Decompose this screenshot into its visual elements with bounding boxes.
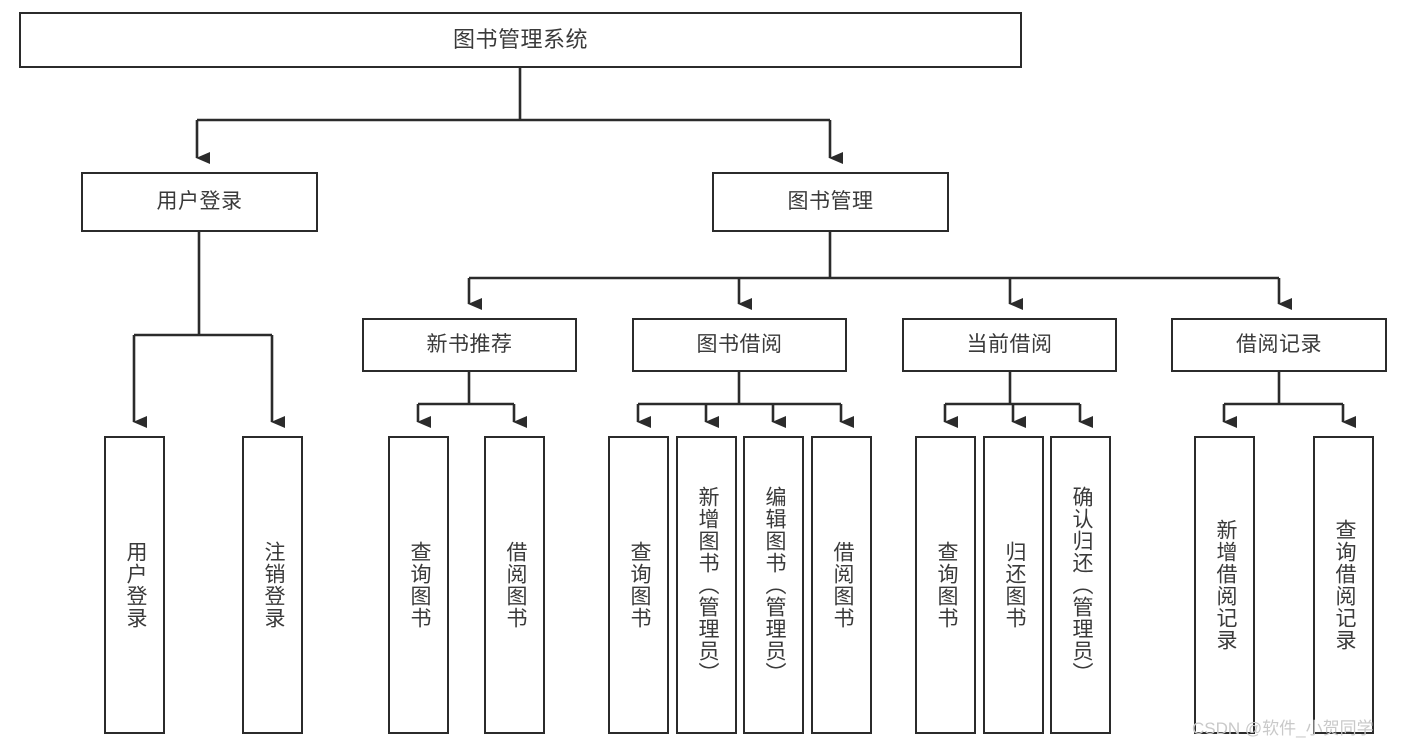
node-label: 用户登录 [123, 541, 147, 629]
node-label: 确认归还（管理员） [1069, 486, 1093, 684]
node-label: 借阅图书 [830, 541, 854, 629]
leaf-current-borrow-query-book[interactable]: 查询图书 [915, 436, 976, 734]
node-label: 查询图书 [627, 541, 651, 629]
leaf-borrow-record-query-record[interactable]: 查询借阅记录 [1313, 436, 1374, 734]
node-book-management[interactable]: 图书管理 [712, 172, 949, 232]
node-new-book-recommend[interactable]: 新书推荐 [362, 318, 577, 372]
node-label: 查询图书 [407, 541, 431, 629]
leaf-user-login-logout[interactable]: 注销登录 [242, 436, 303, 734]
node-label: 查询借阅记录 [1332, 519, 1356, 651]
node-label: 借阅记录 [1236, 332, 1322, 356]
node-label: 新增借阅记录 [1213, 519, 1237, 651]
node-current-borrow[interactable]: 当前借阅 [902, 318, 1117, 372]
watermark-text: CSDN @软件_小贺同学 [1192, 719, 1374, 738]
node-label: 新书推荐 [426, 332, 513, 356]
node-root-book-management-system[interactable]: 图书管理系统 [19, 12, 1022, 68]
node-user-login[interactable]: 用户登录 [81, 172, 318, 232]
node-label: 图书借阅 [696, 332, 783, 356]
node-label: 编辑图书（管理员） [762, 486, 786, 684]
node-label: 查询图书 [934, 541, 958, 629]
leaf-book-borrow-borrow-book[interactable]: 借阅图书 [811, 436, 872, 734]
node-label: 新增图书（管理员） [695, 486, 719, 684]
leaf-book-borrow-query-book[interactable]: 查询图书 [608, 436, 669, 734]
node-label: 图书管理 [787, 189, 874, 213]
leaf-user-login-login[interactable]: 用户登录 [104, 436, 165, 734]
node-book-borrow[interactable]: 图书借阅 [632, 318, 847, 372]
node-label: 归还图书 [1002, 541, 1026, 629]
leaf-borrow-record-add-record[interactable]: 新增借阅记录 [1194, 436, 1255, 734]
leaf-book-borrow-add-book-admin[interactable]: 新增图书（管理员） [676, 436, 737, 734]
node-label: 图书管理系统 [452, 27, 588, 53]
leaf-current-borrow-confirm-return-admin[interactable]: 确认归还（管理员） [1050, 436, 1111, 734]
leaf-new-book-query-book[interactable]: 查询图书 [388, 436, 449, 734]
leaf-new-book-borrow-book[interactable]: 借阅图书 [484, 436, 545, 734]
leaf-current-borrow-return-book[interactable]: 归还图书 [983, 436, 1044, 734]
node-label: 注销登录 [261, 541, 285, 629]
node-label: 借阅图书 [503, 541, 527, 629]
node-borrow-record[interactable]: 借阅记录 [1171, 318, 1387, 372]
node-label: 用户登录 [156, 189, 243, 213]
node-label: 当前借阅 [966, 332, 1053, 356]
leaf-book-borrow-edit-book-admin[interactable]: 编辑图书（管理员） [743, 436, 804, 734]
